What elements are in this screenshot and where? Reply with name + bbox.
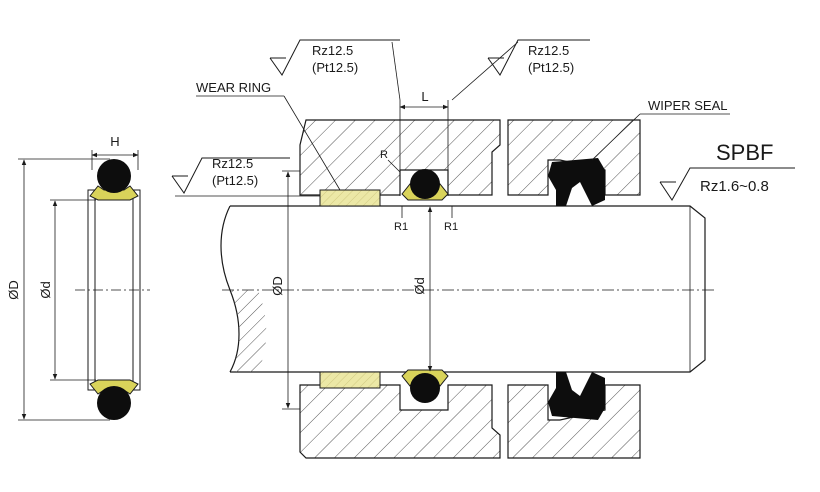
oring-bottom	[97, 386, 131, 420]
dim-R1-left-label: R1	[394, 221, 408, 233]
wiper-seal-leader	[591, 113, 641, 161]
seal-section-view: H ØD Ød	[6, 134, 150, 421]
dim-d-section-label: Ød	[38, 281, 53, 298]
wear-ring-bottom	[319, 371, 381, 389]
piston-rod	[230, 205, 706, 373]
dim-R-label: R	[380, 149, 388, 161]
dim-D-section-label: ØD	[6, 280, 21, 300]
dim-d-assembly-label: Ød	[412, 277, 427, 294]
roughness-symbol-2: Rz12.5 (Pt12.5)	[451, 39, 590, 101]
svg-text:Rz12.5: Rz12.5	[212, 156, 253, 171]
wear-ring-label: WEAR RING	[196, 80, 271, 95]
rod-roughness-label: Rz1.6~0.8	[700, 178, 769, 195]
roughness-symbol-rod: Rz1.6~0.8	[659, 167, 795, 201]
dim-h-label: H	[110, 134, 119, 149]
housing-bottom-left	[299, 384, 501, 459]
svg-text:Rz12.5: Rz12.5	[528, 43, 569, 58]
wiper-seal-bottom	[548, 372, 605, 420]
assembly-view: L R R1 R1 ØD Ød Rz12.5 (Pt12.5) Rz12.5	[171, 39, 795, 459]
svg-text:(Pt12.5): (Pt12.5)	[212, 173, 258, 188]
assembly-oring-bottom	[410, 373, 440, 403]
svg-text:(Pt12.5): (Pt12.5)	[312, 60, 358, 75]
model-label: SPBF	[716, 140, 773, 165]
dim-L-label: L	[421, 89, 428, 104]
wear-ring-leader	[283, 95, 341, 191]
svg-text:Rz12.5: Rz12.5	[312, 43, 353, 58]
wiper-seal-label: WIPER SEAL	[648, 98, 727, 113]
roughness-symbol-3: Rz12.5 (Pt12.5)	[171, 156, 290, 194]
wiper-seal-top	[548, 158, 605, 206]
roughness-symbol-1: Rz12.5 (Pt12.5)	[269, 39, 401, 101]
svg-text:(Pt12.5): (Pt12.5)	[528, 60, 574, 75]
dim-R-leader	[387, 159, 401, 173]
dim-R1-right-label: R1	[444, 221, 458, 233]
dim-D-assembly-label: ØD	[270, 276, 285, 296]
assembly-oring-top	[410, 169, 440, 199]
rod-break-hatched	[230, 290, 267, 372]
oring-top	[97, 159, 131, 193]
wear-ring-top	[319, 189, 381, 207]
